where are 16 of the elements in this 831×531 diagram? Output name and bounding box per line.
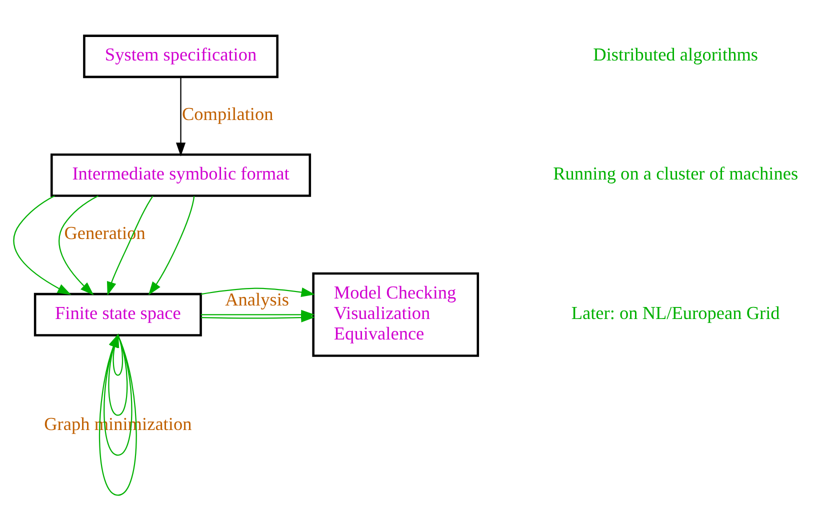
arrow (175, 77, 186, 156)
arrow (200, 288, 315, 297)
label: Distributed algorithms (592, 44, 758, 65)
label: Later: on NL/European Grid (570, 302, 780, 323)
node-box: Model Checking Visualization Equivalence (312, 272, 479, 357)
arrow (148, 196, 194, 296)
edge-label: Compilation (181, 104, 273, 124)
arrow (12, 195, 71, 295)
node-box: Finite state space (33, 292, 202, 336)
arrow (106, 196, 153, 296)
label: Running on a cluster of machines (552, 164, 798, 184)
arrow (58, 195, 98, 296)
edge-label: Analysis (224, 289, 289, 310)
node-box: System specification (82, 34, 278, 78)
node-box: Intermediate symbolic format (50, 154, 311, 197)
arrow (200, 310, 314, 320)
